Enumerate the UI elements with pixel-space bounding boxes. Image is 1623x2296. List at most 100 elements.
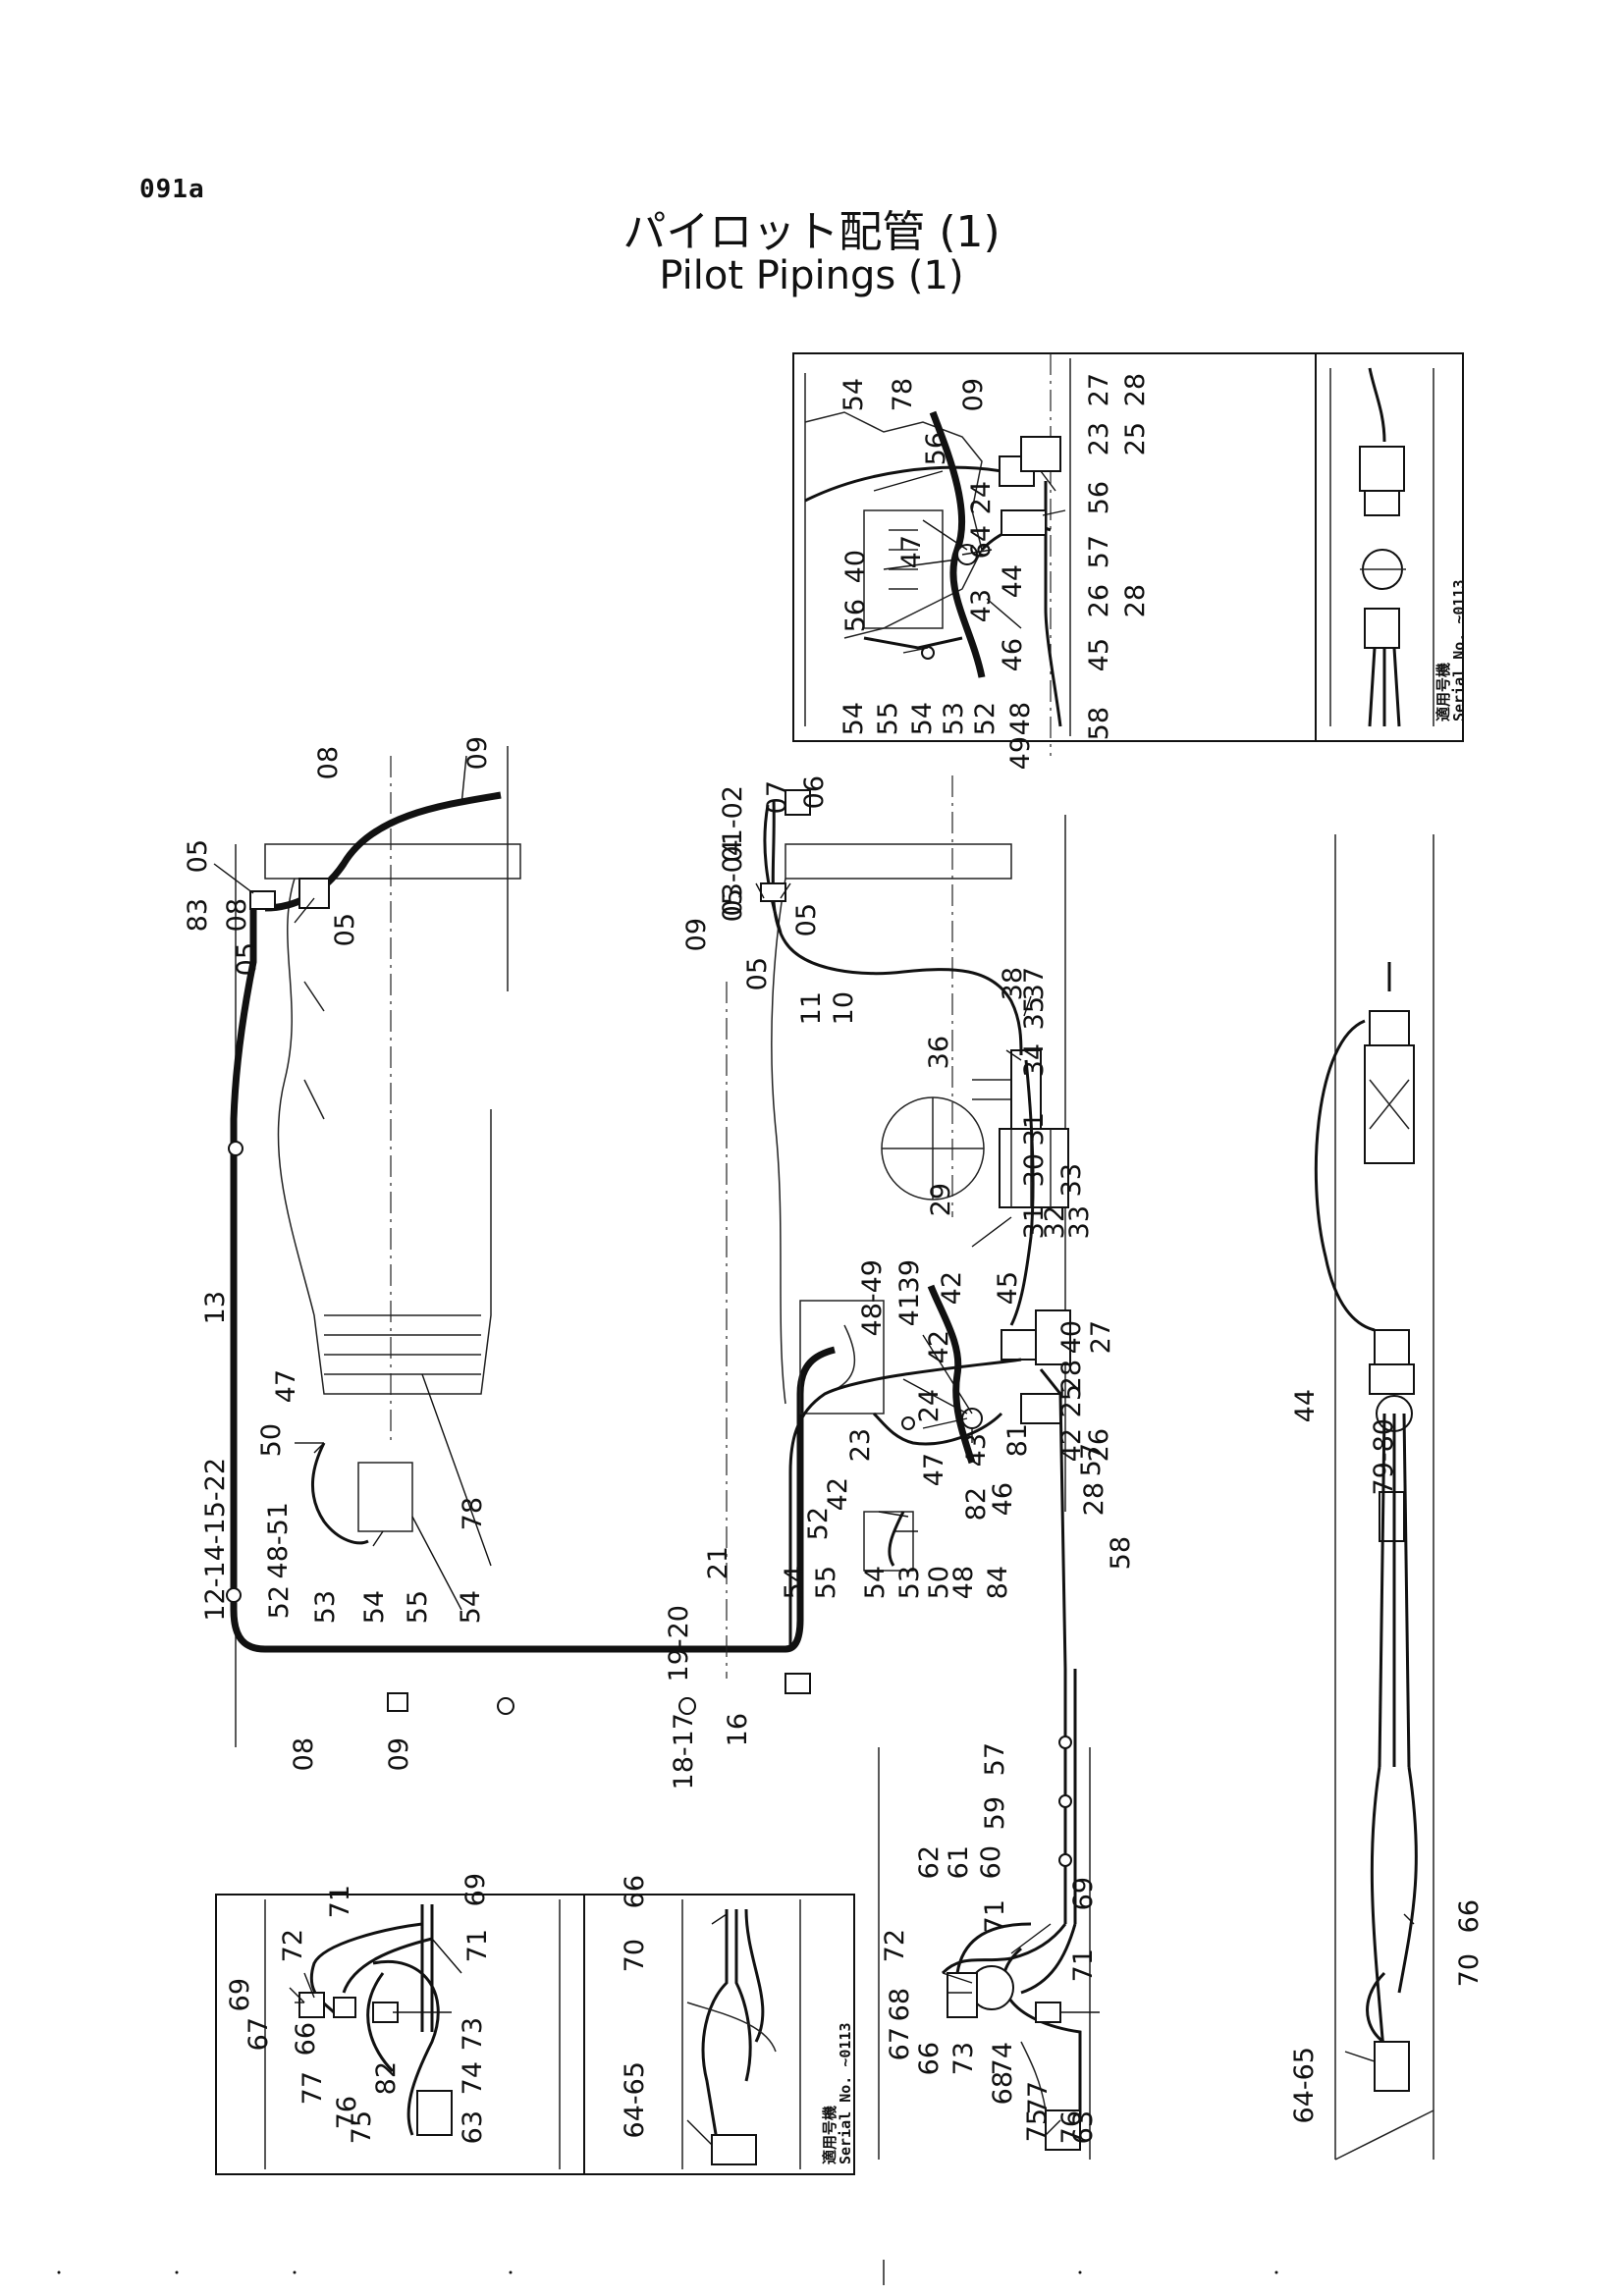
- callout-left-machine-13: 53: [310, 1590, 341, 1624]
- callout-center-machine-16: 33: [1056, 1163, 1087, 1197]
- callout-center-machine-11: 37: [1019, 967, 1050, 1000]
- callout-center-machine-31: 47: [919, 1453, 949, 1486]
- callout-right-detail-2: 66: [1454, 1899, 1485, 1933]
- callout-left-machine-16: 54: [456, 1590, 486, 1624]
- callout-bottom-left-inset-0: 71: [325, 1885, 355, 1918]
- callout-center-machine-1: 06: [799, 775, 830, 809]
- callout-center-machine-32: 40: [1056, 1320, 1087, 1354]
- callout-top-right-inset-11: 57: [1084, 535, 1114, 568]
- callout-left-machine-14: 54: [359, 1590, 390, 1624]
- callout-top-right-inset-3: 56: [921, 432, 951, 465]
- callout-center-machine-5: 05: [791, 903, 822, 936]
- callout-lower-center-15: 77: [1023, 2081, 1054, 2114]
- callout-top-right-inset-24: 53: [939, 702, 969, 735]
- page-title-japanese: パイロット配管 (1): [622, 207, 1001, 257]
- callout-center-machine-15: 31: [1019, 1112, 1050, 1146]
- callout-bottom-left-inset-1: 69: [460, 1873, 491, 1906]
- callout-bottom-left-inset-6: 66: [291, 2022, 321, 2056]
- callout-center-machine-23: 39: [894, 1259, 925, 1293]
- callout-center-machine-54: 19-20: [664, 1605, 694, 1682]
- callout-bottom-left-inset-7: 73: [458, 2017, 488, 2051]
- callout-top-right-inset-15: 44: [998, 564, 1028, 598]
- callout-center-machine-55: 18-17: [669, 1713, 699, 1789]
- scan-footer-marks: [57, 2260, 1278, 2285]
- callout-center-machine-27: 42: [924, 1330, 954, 1363]
- inset-bottom-left: [215, 1894, 855, 2175]
- callout-center-machine-51: 84: [983, 1566, 1013, 1599]
- callout-center-machine-8: 11: [796, 991, 827, 1025]
- callout-center-machine-30: 42: [823, 1477, 853, 1511]
- callout-center-machine-28: 24: [914, 1389, 945, 1422]
- callout-lower-center-2: 62: [914, 1845, 945, 1879]
- callout-top-right-inset-21: 54: [839, 702, 869, 735]
- callout-left-machine-7: 13: [200, 1291, 231, 1324]
- callout-top-right-inset-7: 25: [1120, 422, 1151, 455]
- callout-top-right-inset-17: 28: [1120, 584, 1151, 617]
- callout-left-machine-0: 09: [462, 736, 493, 770]
- callout-left-machine-3: 83: [183, 898, 213, 932]
- callout-left-machine-10: 50: [256, 1423, 287, 1457]
- callout-left-machine-19: 09: [384, 1737, 414, 1771]
- callout-left-machine-17: 78: [458, 1497, 488, 1530]
- callout-center-machine-42: 43: [961, 1433, 992, 1467]
- callout-left-machine-5: 05: [330, 913, 360, 946]
- callout-center-machine-4: 05: [718, 888, 748, 922]
- callout-top-right-inset-18: 43: [966, 589, 997, 622]
- callout-center-machine-6: 09: [681, 918, 712, 951]
- inset-serial-note-jp-0: 適用号機: [1434, 663, 1452, 721]
- callout-top-right-inset-9: 64: [966, 525, 997, 559]
- callout-top-right-inset-13: 40: [840, 550, 871, 583]
- callout-left-machine-15: 55: [403, 1590, 433, 1624]
- callout-lower-center-14: 68: [988, 2071, 1018, 2105]
- callout-bottom-left-inset-12: 75: [347, 2110, 377, 2144]
- callout-center-machine-44: 52: [803, 1507, 834, 1540]
- page-code: 091a: [139, 175, 205, 204]
- callout-center-machine-24: 41: [894, 1293, 925, 1326]
- callout-lower-center-9: 68: [885, 1988, 915, 2021]
- callout-center-machine-7: 05: [742, 957, 773, 990]
- callout-top-right-inset-25: 52: [970, 702, 1001, 735]
- callout-center-machine-34: 28: [1056, 1360, 1087, 1393]
- callout-bottom-left-inset-9: 77: [298, 2071, 328, 2105]
- callout-center-machine-52: 58: [1106, 1536, 1136, 1570]
- callout-center-machine-26: 45: [993, 1271, 1023, 1305]
- callout-left-machine-4: 08: [222, 898, 252, 932]
- callout-right-detail-1: 79-80: [1369, 1418, 1399, 1495]
- callout-bottom-left-inset-2: 72: [278, 1929, 308, 1962]
- callout-center-machine-14: 34: [1019, 1043, 1050, 1077]
- callout-center-machine-20: 32: [1040, 1205, 1070, 1239]
- callout-top-right-inset-1: 78: [888, 378, 918, 411]
- callout-center-machine-21: 33: [1064, 1205, 1095, 1239]
- callout-center-machine-56: 16: [723, 1713, 753, 1746]
- callout-lower-center-5: 69: [1068, 1877, 1099, 1910]
- callout-lower-center-3: 61: [944, 1845, 974, 1879]
- detail-right: [1314, 834, 1434, 2161]
- callout-center-machine-37: 42: [1056, 1428, 1087, 1462]
- callout-top-right-inset-23: 54: [907, 702, 938, 735]
- callout-top-right-inset-2: 09: [958, 378, 989, 411]
- callout-top-right-inset-16: 26: [1084, 584, 1114, 617]
- callout-lower-center-11: 66: [914, 2042, 945, 2075]
- assembly-lower-center: [878, 1669, 1100, 2160]
- callout-center-machine-39: 28: [1079, 1482, 1109, 1516]
- callout-center-machine-3: 03-04: [718, 839, 748, 916]
- callout-center-machine-36: 81: [1002, 1423, 1033, 1457]
- callout-lower-center-1: 59: [980, 1796, 1010, 1830]
- callout-center-machine-45: 54: [780, 1566, 810, 1599]
- inset-serial-note-jp-1: 適用号機: [821, 2106, 839, 2164]
- callout-left-machine-1: 08: [313, 746, 344, 779]
- callout-bottom-left-inset-3: 71: [462, 1929, 493, 1962]
- callout-center-machine-17: 30: [1019, 1153, 1050, 1187]
- callout-center-machine-9: 10: [829, 991, 859, 1025]
- callout-right-detail-0: 44: [1290, 1389, 1321, 1422]
- callout-lower-center-4: 60: [976, 1845, 1006, 1879]
- callout-lower-center-17: 75: [1022, 2109, 1053, 2142]
- callout-lower-center-8: 72: [880, 1929, 910, 1962]
- callout-top-right-inset-4: 27: [1084, 373, 1114, 406]
- callout-bottom-left-inset-8: 74: [458, 2061, 488, 2095]
- callout-right-detail-3: 70: [1454, 1953, 1485, 1987]
- callout-left-machine-2: 05: [183, 839, 213, 873]
- callout-center-machine-18: 29: [926, 1183, 956, 1216]
- callout-left-machine-6: 05: [232, 942, 262, 976]
